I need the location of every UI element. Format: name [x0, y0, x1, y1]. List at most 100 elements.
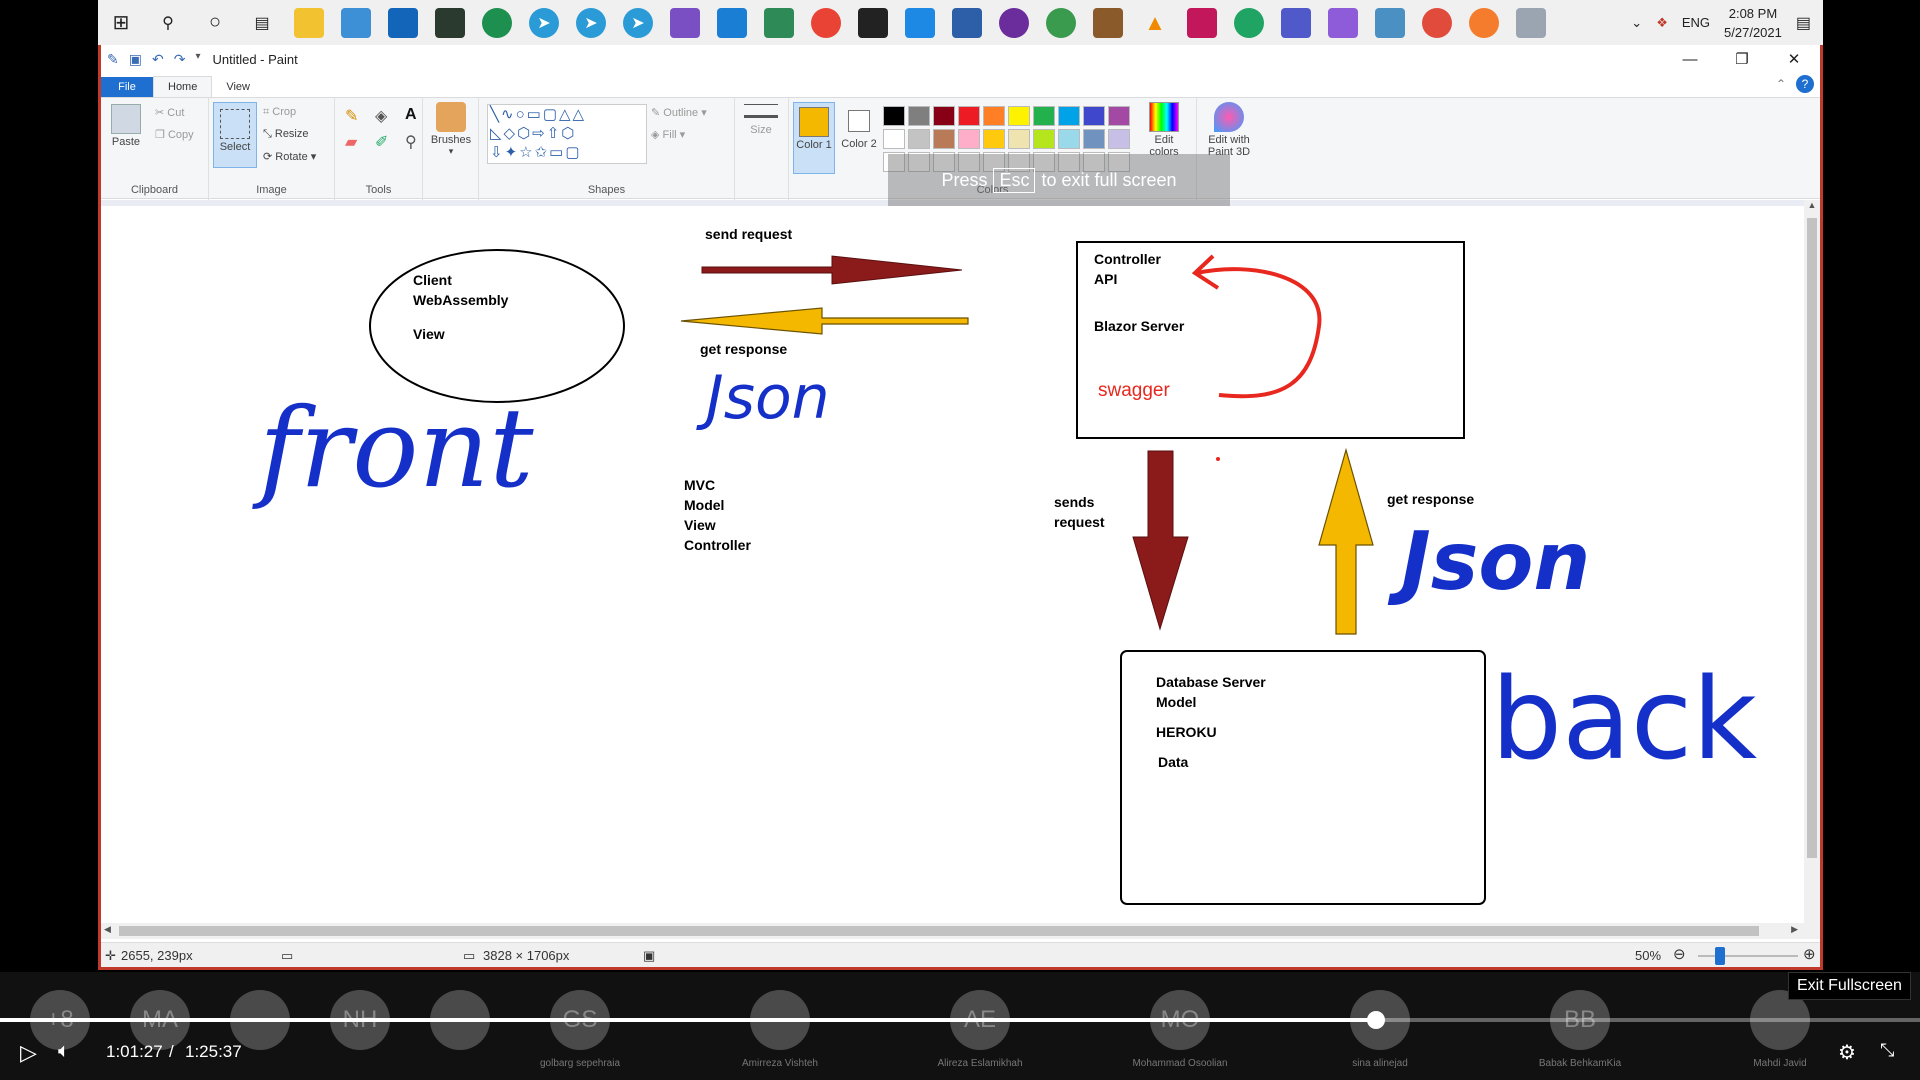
- color-swatch[interactable]: [883, 152, 905, 172]
- color-swatch[interactable]: [883, 106, 905, 126]
- file-explorer-icon[interactable]: [294, 7, 324, 38]
- cortana-icon[interactable]: ○: [208, 11, 222, 33]
- zoom-slider[interactable]: [1698, 955, 1798, 957]
- color-swatch[interactable]: [1033, 129, 1055, 149]
- color-picker-icon[interactable]: ✐: [375, 134, 389, 151]
- zoom-out-icon[interactable]: ⊖: [1673, 946, 1686, 963]
- text-icon[interactable]: A: [405, 106, 417, 123]
- app-tool-icon[interactable]: [1375, 7, 1405, 38]
- size-button[interactable]: Size: [741, 104, 781, 136]
- tab-home[interactable]: Home: [153, 76, 213, 97]
- telegram-icon-2[interactable]: ➤: [576, 7, 606, 38]
- color-swatch[interactable]: [1108, 129, 1130, 149]
- paste-button[interactable]: Paste: [109, 104, 143, 148]
- tab-file[interactable]: File: [101, 77, 153, 97]
- color-swatch[interactable]: [933, 106, 955, 126]
- chrome-green-icon[interactable]: [1234, 7, 1264, 38]
- color-swatch[interactable]: [1008, 129, 1030, 149]
- brushes-button[interactable]: Brushes ▾: [429, 102, 473, 157]
- resize-button[interactable]: ⤡ Resize: [263, 128, 309, 141]
- save-icon[interactable]: ▣: [128, 50, 142, 67]
- app-orange-icon[interactable]: [858, 7, 888, 38]
- zoom-in-icon[interactable]: ⊕: [1803, 946, 1816, 963]
- color-swatch[interactable]: [958, 152, 980, 172]
- select-button[interactable]: Select: [213, 102, 257, 168]
- color-swatch[interactable]: [1083, 129, 1105, 149]
- globe-icon[interactable]: [1046, 7, 1076, 38]
- vlc-icon[interactable]: ▲: [1144, 9, 1166, 35]
- collapse-ribbon-icon[interactable]: ⌃: [1775, 77, 1786, 91]
- windows-start-icon[interactable]: ⊞: [112, 12, 130, 34]
- color-swatch[interactable]: [983, 129, 1005, 149]
- minimize-button[interactable]: —: [1682, 50, 1698, 68]
- color-swatch[interactable]: [983, 106, 1005, 126]
- color-swatch[interactable]: [1008, 106, 1030, 126]
- color-swatch[interactable]: [958, 129, 980, 149]
- whatsapp-icon[interactable]: [482, 7, 512, 38]
- vertical-scrollbar[interactable]: ▲: [1804, 200, 1820, 930]
- app-blue-icon[interactable]: [905, 7, 935, 38]
- scroll-right-icon[interactable]: ▶: [1791, 924, 1798, 934]
- excel-like-icon[interactable]: [764, 7, 794, 38]
- chrome-icon[interactable]: [811, 7, 841, 38]
- color-swatch[interactable]: [1058, 129, 1080, 149]
- cut-button[interactable]: ✂ Cut: [155, 106, 184, 119]
- app-icon[interactable]: [435, 7, 465, 38]
- tab-view[interactable]: View: [226, 81, 250, 93]
- magnifier-icon[interactable]: ⚲: [405, 134, 417, 151]
- crop-button[interactable]: ⌗ Crop: [263, 106, 296, 119]
- play-icon[interactable]: ▷: [20, 1040, 37, 1065]
- teams-icon[interactable]: [1281, 7, 1311, 38]
- zoom-slider-thumb[interactable]: [1715, 947, 1725, 965]
- copy-button[interactable]: ❐ Copy: [155, 128, 194, 141]
- scroll-left-icon[interactable]: ◀: [104, 924, 111, 934]
- telegram-icon[interactable]: ➤: [529, 7, 559, 38]
- language-indicator[interactable]: ENG: [1681, 15, 1711, 30]
- telegram-badge-icon[interactable]: ➤: [623, 7, 653, 38]
- fill-button[interactable]: ◈ Fill ▾: [651, 129, 686, 141]
- volume-icon[interactable]: 🔈︎: [58, 1040, 70, 1062]
- outline-button[interactable]: ✎ Outline ▾: [651, 107, 707, 119]
- close-button[interactable]: ✕: [1787, 51, 1801, 68]
- seek-bar-thumb[interactable]: [1366, 1011, 1385, 1029]
- scroll-up-icon[interactable]: ▲: [1807, 200, 1817, 210]
- notification-icon[interactable]: ▤: [1795, 14, 1811, 32]
- customize-qat-icon[interactable]: ▾: [195, 50, 201, 62]
- tor-icon[interactable]: [999, 7, 1029, 38]
- exit-fullscreen-icon[interactable]: ⤡: [1880, 1040, 1895, 1060]
- vscode-icon[interactable]: [717, 7, 747, 38]
- color-swatch[interactable]: [958, 106, 980, 126]
- visual-studio-icon[interactable]: [670, 7, 700, 38]
- help-icon[interactable]: ?: [1796, 75, 1814, 93]
- color-swatch[interactable]: [1108, 106, 1130, 126]
- settings-icon[interactable]: ⚙: [1838, 1042, 1856, 1064]
- clock[interactable]: 2:08 PM 5/27/2021: [1724, 4, 1782, 42]
- app-pen-icon[interactable]: [1516, 7, 1546, 38]
- color-swatch[interactable]: [933, 129, 955, 149]
- search-icon[interactable]: ⚲: [162, 14, 174, 32]
- dropbox-icon[interactable]: ❖: [1656, 14, 1668, 30]
- vertical-scroll-thumb[interactable]: [1807, 218, 1817, 858]
- color-swatch[interactable]: [1058, 152, 1080, 172]
- terminal-icon[interactable]: [388, 7, 418, 38]
- task-view-icon[interactable]: ▤: [254, 14, 270, 32]
- color-swatch[interactable]: [1058, 106, 1080, 126]
- horizontal-scrollbar[interactable]: ◀ ▶: [101, 923, 1820, 939]
- horizontal-scroll-thumb[interactable]: [119, 926, 1759, 936]
- color-swatch[interactable]: [1108, 152, 1130, 172]
- eraser-icon[interactable]: ▰: [345, 134, 358, 151]
- color-swatch[interactable]: [908, 129, 930, 149]
- edit-paint3d-button[interactable]: Edit with Paint 3D: [1201, 102, 1257, 158]
- redo-icon[interactable]: ↷: [173, 50, 186, 67]
- shapes-gallery[interactable]: ╲∿○▭▢△△◺◇⬡⇨⇧⬡⇩✦☆✩▭▢: [487, 104, 647, 164]
- edit-colors-button[interactable]: Edit colors: [1141, 102, 1187, 158]
- color-swatch[interactable]: [1083, 106, 1105, 126]
- drawing-canvas[interactable]: Client WebAssembly View send request get…: [101, 206, 1807, 930]
- app-red-icon[interactable]: [1422, 7, 1452, 38]
- app-orange-2-icon[interactable]: [1469, 7, 1499, 38]
- restore-button[interactable]: ❐: [1735, 51, 1749, 68]
- visual-studio-2-icon[interactable]: [1328, 7, 1358, 38]
- color-swatch[interactable]: [1033, 106, 1055, 126]
- participant-tile[interactable]: Mahdi Javid: [1680, 990, 1880, 1080]
